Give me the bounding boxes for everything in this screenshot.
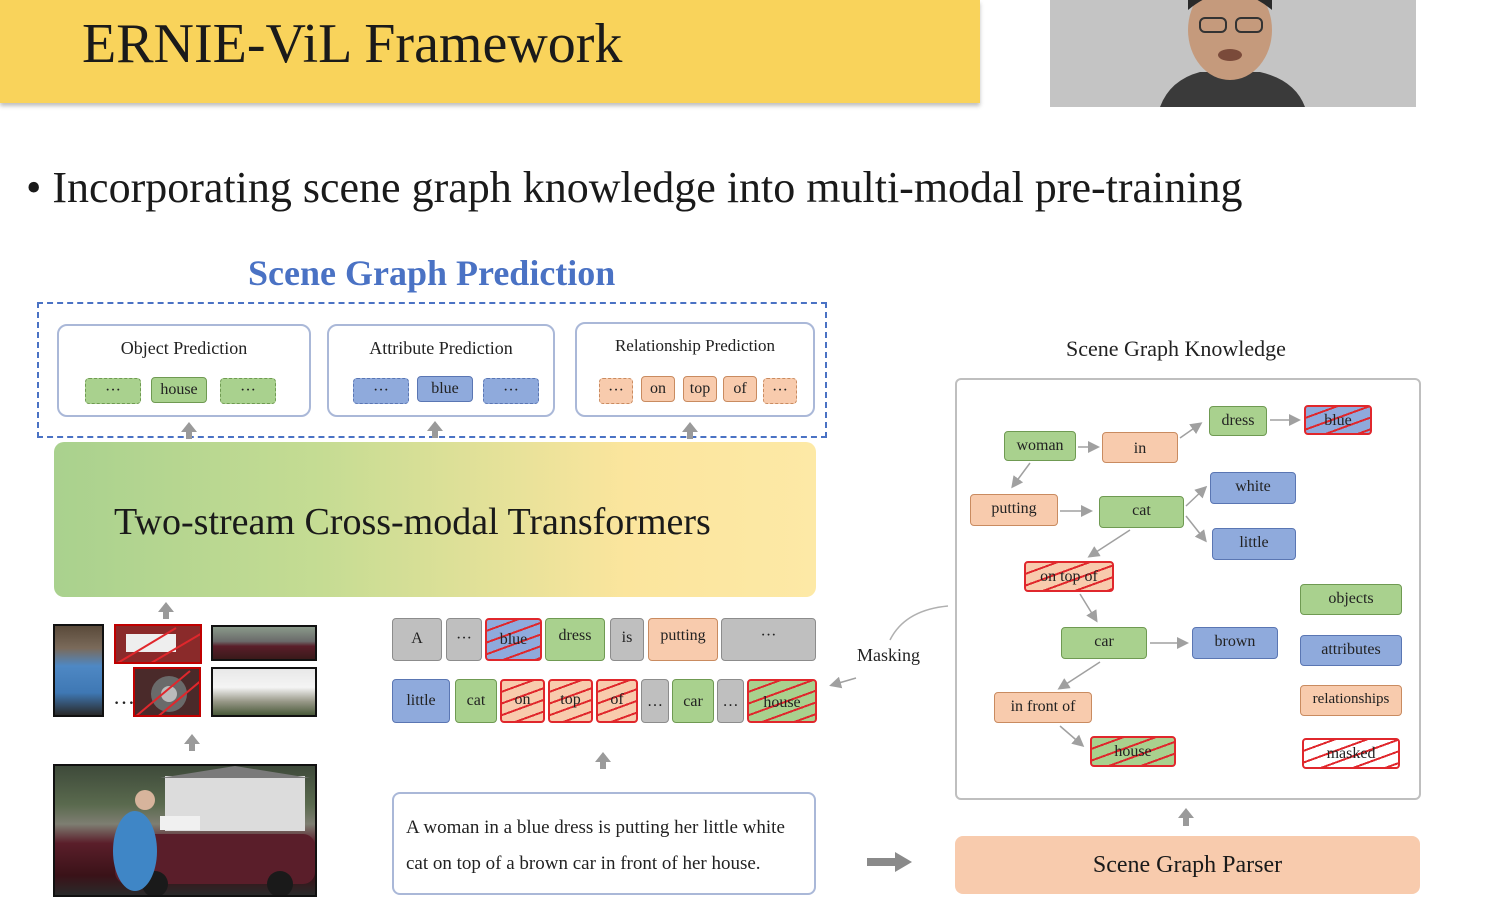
text-token-little: little: [392, 679, 450, 723]
image-tokens-ellipsis: …: [113, 684, 135, 709]
node-cat: cat: [1099, 496, 1184, 528]
image-region-woman: [53, 624, 104, 717]
input-image: [53, 764, 317, 897]
caption-to-parser-arrow: [867, 852, 912, 872]
arrow-up-icon: [682, 422, 698, 439]
node-woman: woman: [1004, 431, 1076, 461]
legend-masked: masked: [1302, 738, 1400, 769]
text-token-putting: putting: [648, 618, 718, 661]
caption-line-1: A woman in a blue dress is putting her l…: [406, 817, 785, 838]
text-token-cat: cat: [455, 679, 497, 723]
masked-region-pattern: [116, 626, 200, 662]
node-putting: putting: [970, 494, 1058, 526]
node-on-top-of-masked: on top of: [1024, 561, 1114, 592]
parser-up-arrow: [1178, 808, 1194, 826]
transformer-label: Two-stream Cross-modal Transformers: [114, 501, 711, 543]
text-token-top-masked: top: [548, 679, 593, 723]
webcam-feed: [1050, 0, 1416, 107]
scene-graph-parser-block: [955, 836, 1420, 894]
arrow-up-icon: [158, 602, 174, 619]
text-token-blue-masked: blue: [485, 618, 542, 661]
attribute-prediction-title: Attribute Prediction: [369, 338, 513, 358]
text-token-a: A: [392, 618, 442, 661]
scene-graph-prediction-heading: Scene Graph Prediction: [248, 253, 616, 293]
node-house-masked: house: [1090, 736, 1176, 767]
input-image-scene: [113, 766, 315, 895]
caption-line-2: cat on top of a brown car in front of he…: [406, 853, 761, 874]
image-region-cat-masked: [114, 624, 202, 664]
image-region-wheel-masked: [133, 667, 201, 717]
node-white: white: [1210, 472, 1296, 504]
node-blue-masked: blue: [1304, 405, 1372, 435]
node-in: in: [1102, 432, 1178, 463]
presenter-silhouette: [1050, 0, 1416, 107]
relationship-token-of: of: [723, 376, 757, 402]
legend-relationships: relationships: [1300, 685, 1402, 716]
masking-label: Masking: [857, 645, 920, 665]
relationship-token-ellipsis: ···: [763, 378, 797, 404]
title-bar: [0, 0, 980, 103]
caption-box: [392, 792, 816, 895]
node-little: little: [1212, 528, 1296, 560]
image-region-house: [211, 667, 317, 717]
arrow-up-icon: [595, 752, 611, 769]
masking-curve: [889, 605, 949, 641]
text-token-house-masked: house: [747, 679, 817, 723]
legend-attributes: attributes: [1300, 635, 1402, 666]
text-token-dress: dress: [545, 618, 605, 661]
text-token-car: car: [672, 679, 714, 723]
text-token-ellipsis: …: [641, 679, 669, 723]
object-token-ellipsis: ···: [220, 378, 276, 404]
attribute-prediction-box: Attribute Prediction ··· blue ···: [327, 324, 555, 417]
scene-graph-parser-label: Scene Graph Parser: [1092, 852, 1283, 878]
masking-arrow: [829, 676, 857, 689]
node-dress: dress: [1209, 406, 1267, 436]
legend-objects: objects: [1300, 584, 1402, 615]
arrow-up-icon: [427, 421, 443, 438]
object-prediction-title: Object Prediction: [120, 338, 248, 358]
bullet-dot: •: [26, 163, 53, 212]
node-car: car: [1061, 627, 1147, 659]
text-token-ellipsis: …: [717, 679, 744, 723]
arrow-up-icon: [181, 422, 197, 439]
text-token-ellipsis: ···: [446, 618, 482, 661]
relationship-prediction-title: Relationship Prediction: [614, 336, 776, 355]
bullet-text: Incorporating scene graph knowledge into…: [52, 163, 1243, 212]
text-token-is: is: [610, 618, 644, 661]
masked-region-pattern: [135, 669, 199, 715]
relationship-prediction-box: Relationship Prediction ··· on top of ··…: [575, 322, 815, 417]
image-region-car: [211, 625, 317, 661]
bullet-point: • Incorporating scene graph knowledge in…: [26, 162, 1243, 213]
object-token-house: house: [151, 377, 207, 403]
object-prediction-box: Object Prediction ··· house ···: [57, 324, 311, 417]
relationship-token-ellipsis: ···: [599, 378, 633, 404]
attribute-token-ellipsis: ···: [483, 378, 539, 404]
attribute-token-ellipsis: ···: [353, 378, 409, 404]
scene-graph-knowledge-box: [955, 378, 1421, 800]
node-brown: brown: [1192, 627, 1278, 659]
node-in-front-of: in front of: [994, 692, 1092, 723]
relationship-token-top: top: [683, 376, 717, 402]
relationship-token-on: on: [641, 376, 675, 402]
slide-title: ERNIE-ViL Framework: [82, 13, 623, 75]
text-token-on-masked: on: [500, 679, 545, 723]
scene-graph-knowledge-heading: Scene Graph Knowledge: [1066, 336, 1286, 361]
two-stream-transformer-block: [54, 442, 816, 597]
text-token-of-masked: of: [596, 679, 638, 723]
attribute-token-blue: blue: [417, 376, 473, 402]
text-token-ellipsis: ···: [721, 618, 816, 661]
object-token-ellipsis: ···: [85, 378, 141, 404]
arrow-up-icon: [184, 734, 200, 751]
